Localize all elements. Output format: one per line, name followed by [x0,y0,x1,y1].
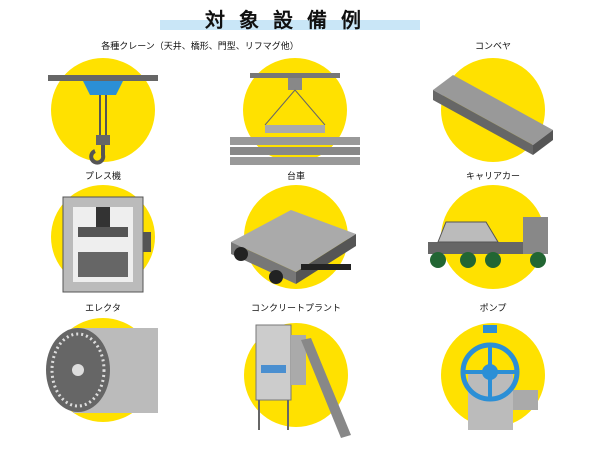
pump-icon [428,310,558,440]
label-concrete-plant: コンクリートプラント [248,304,344,315]
cart-icon [231,172,361,302]
label-erector: エレクタ [83,304,123,315]
label-conveyor: コンベヤ [472,42,514,53]
label-press: プレス機 [82,172,124,183]
concrete-plant-icon [231,310,361,440]
page-title: 対象設備例 [205,8,375,32]
erector-icon [38,308,168,438]
label-crane: 各種クレーン（天井、橋形、門型、リフマグ他） [99,42,301,53]
crane-lifting-icon [230,45,360,175]
label-pump: ポンプ [477,304,509,315]
conveyor-icon [428,45,558,175]
label-cart: 台車 [284,172,308,183]
crane-icon [38,45,168,175]
carrier-car-icon [428,172,558,302]
title-underline [160,20,420,30]
label-carrier-car: キャリアカー [463,172,523,183]
press-machine-icon [38,172,168,302]
